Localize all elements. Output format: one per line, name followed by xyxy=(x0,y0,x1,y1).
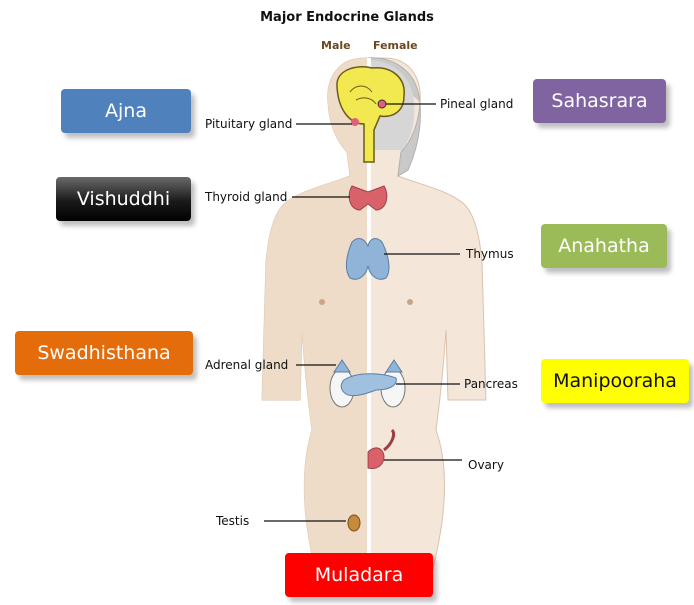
chakra-sahasrara: Sahasrara xyxy=(533,79,666,123)
testis-label: Testis xyxy=(216,514,249,528)
testis xyxy=(348,515,360,531)
pituitary-gland xyxy=(351,118,359,126)
chakra-swadhisthana-label: Swadhisthana xyxy=(37,342,170,364)
pineal-gland-label: Pineal gland xyxy=(440,97,513,111)
thymus-label: Thymus xyxy=(466,247,514,261)
chakra-ajna: Ajna xyxy=(61,89,191,133)
pancreas-label: Pancreas xyxy=(464,377,518,391)
chakra-anahatha: Anahatha xyxy=(541,224,667,268)
chakra-muladara-label: Muladara xyxy=(315,564,404,586)
chakra-manipooraha: Manipooraha xyxy=(541,359,689,403)
chakra-anahatha-label: Anahatha xyxy=(558,235,650,257)
chakra-manipooraha-label: Manipooraha xyxy=(553,370,677,392)
diagram-title: Major Endocrine Glands xyxy=(0,10,694,25)
chakra-vishuddhi: Vishuddhi xyxy=(56,177,191,221)
chakra-muladara: Muladara xyxy=(285,553,433,597)
female-subtitle: Female xyxy=(373,39,418,52)
chakra-vishuddhi-label: Vishuddhi xyxy=(77,188,170,210)
adrenal-gland-label: Adrenal gland xyxy=(205,358,288,372)
chakra-sahasrara-label: Sahasrara xyxy=(551,90,647,112)
pituitary-gland-label: Pituitary gland xyxy=(205,117,292,131)
pineal-gland xyxy=(378,100,386,108)
chakra-ajna-label: Ajna xyxy=(105,100,147,122)
chakra-swadhisthana: Swadhisthana xyxy=(15,331,193,375)
male-subtitle: Male xyxy=(321,39,351,52)
ovary-label: Ovary xyxy=(468,458,504,472)
thyroid-gland-label: Thyroid gland xyxy=(205,190,287,204)
